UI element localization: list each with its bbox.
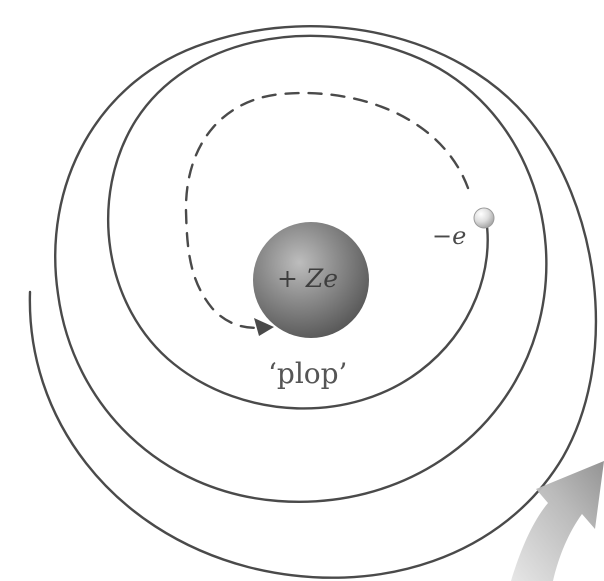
collapse-arrowhead (254, 318, 274, 336)
outer-motion-arrow (511, 461, 604, 581)
nucleus (253, 222, 369, 338)
nucleus-label: + Ze (277, 264, 339, 293)
collapse-path (184, 91, 470, 329)
electron-label: −e (432, 222, 467, 250)
impact-label: ‘plop’ (268, 357, 348, 390)
electron (473, 207, 495, 229)
